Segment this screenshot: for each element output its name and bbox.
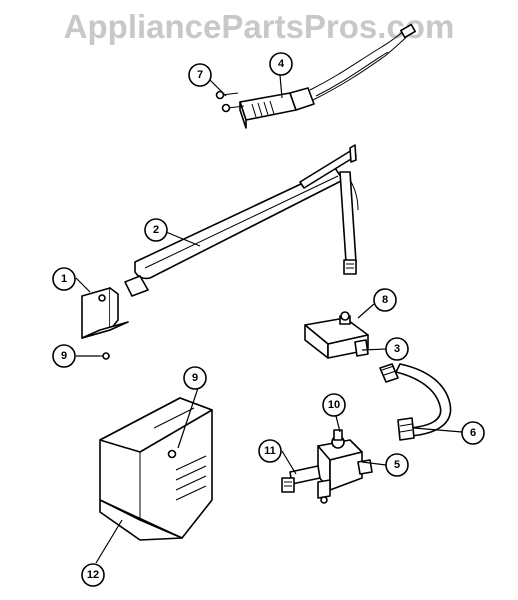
svg-text:2: 2 [153, 224, 159, 236]
svg-text:9: 9 [192, 372, 198, 384]
svg-text:1: 1 [61, 273, 67, 285]
bracket-part-1 [81, 287, 129, 339]
callout-1: 1 [52, 267, 76, 291]
igniter-part [239, 23, 416, 129]
callout-3: 3 [385, 337, 409, 361]
callout-11: 11 [258, 439, 282, 463]
burner-cover-part [99, 397, 213, 541]
callout-9-right: 9 [183, 366, 207, 390]
svg-text:10: 10 [328, 399, 340, 411]
svg-text:3: 3 [394, 343, 400, 355]
svg-text:7: 7 [197, 69, 203, 81]
callout-12: 12 [81, 563, 105, 587]
callout-2: 2 [144, 218, 168, 242]
callout-10: 10 [322, 393, 346, 417]
svg-text:12: 12 [87, 569, 99, 581]
callout-8: 8 [373, 288, 397, 312]
leader-lines [75, 74, 463, 564]
svg-text:8: 8 [382, 294, 388, 306]
callout-5: 5 [385, 453, 409, 477]
callout-7: 7 [188, 63, 212, 87]
gas-tube-part [379, 363, 452, 441]
screw-part-7 [215, 90, 245, 113]
callout-6: 6 [461, 421, 485, 445]
svg-text:5: 5 [394, 459, 400, 471]
callout-4: 4 [269, 52, 293, 76]
gas-valve-part [281, 429, 373, 504]
svg-text:6: 6 [470, 427, 476, 439]
svg-text:11: 11 [264, 445, 276, 457]
svg-text:9: 9 [61, 350, 67, 362]
callout-9-left: 9 [52, 344, 76, 368]
screw-part-9-left [100, 352, 110, 360]
watermark-logo-text: AppliancePartsPros.com [63, 8, 455, 45]
burner-tube-part [124, 144, 359, 297]
svg-text:4: 4 [278, 58, 285, 70]
valve-coil-part-8 [304, 311, 369, 359]
